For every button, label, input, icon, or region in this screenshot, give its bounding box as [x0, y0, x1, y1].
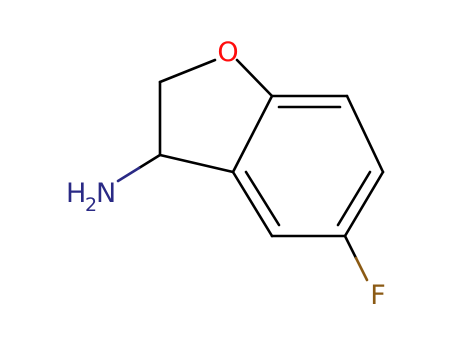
bond-c4-c3a-inner: [244, 170, 281, 227]
bond-c6-c5: [343, 170, 385, 238]
bonds: [158, 58, 385, 238]
bond-ch-n-carbon-half: [137, 153, 162, 170]
bond-c3a-c7a: [231, 94, 274, 174]
bond-c4-c3a: [231, 170, 274, 238]
amine-group-label: H 2 N: [66, 178, 116, 216]
bond-c7-c6: [345, 94, 385, 174]
amine-n-label: N: [96, 178, 116, 209]
amine-h-label: H: [66, 178, 86, 209]
atom-oxygen-label: O: [217, 37, 238, 68]
bond-ch-n-nitrogen-half: [116, 166, 141, 183]
bond-c6-c5-inner: [336, 170, 372, 227]
bond-o-ch2: [158, 58, 217, 84]
bond-ch-c3a: [158, 153, 235, 174]
bond-c5-f-carbon-half: [343, 234, 358, 260]
bond-o-c7a: [235, 58, 274, 98]
bond-c5-f-fluorine-half: [354, 256, 369, 282]
atom-fluorine-label: F: [370, 280, 386, 311]
amine-subscript: 2: [85, 194, 97, 216]
